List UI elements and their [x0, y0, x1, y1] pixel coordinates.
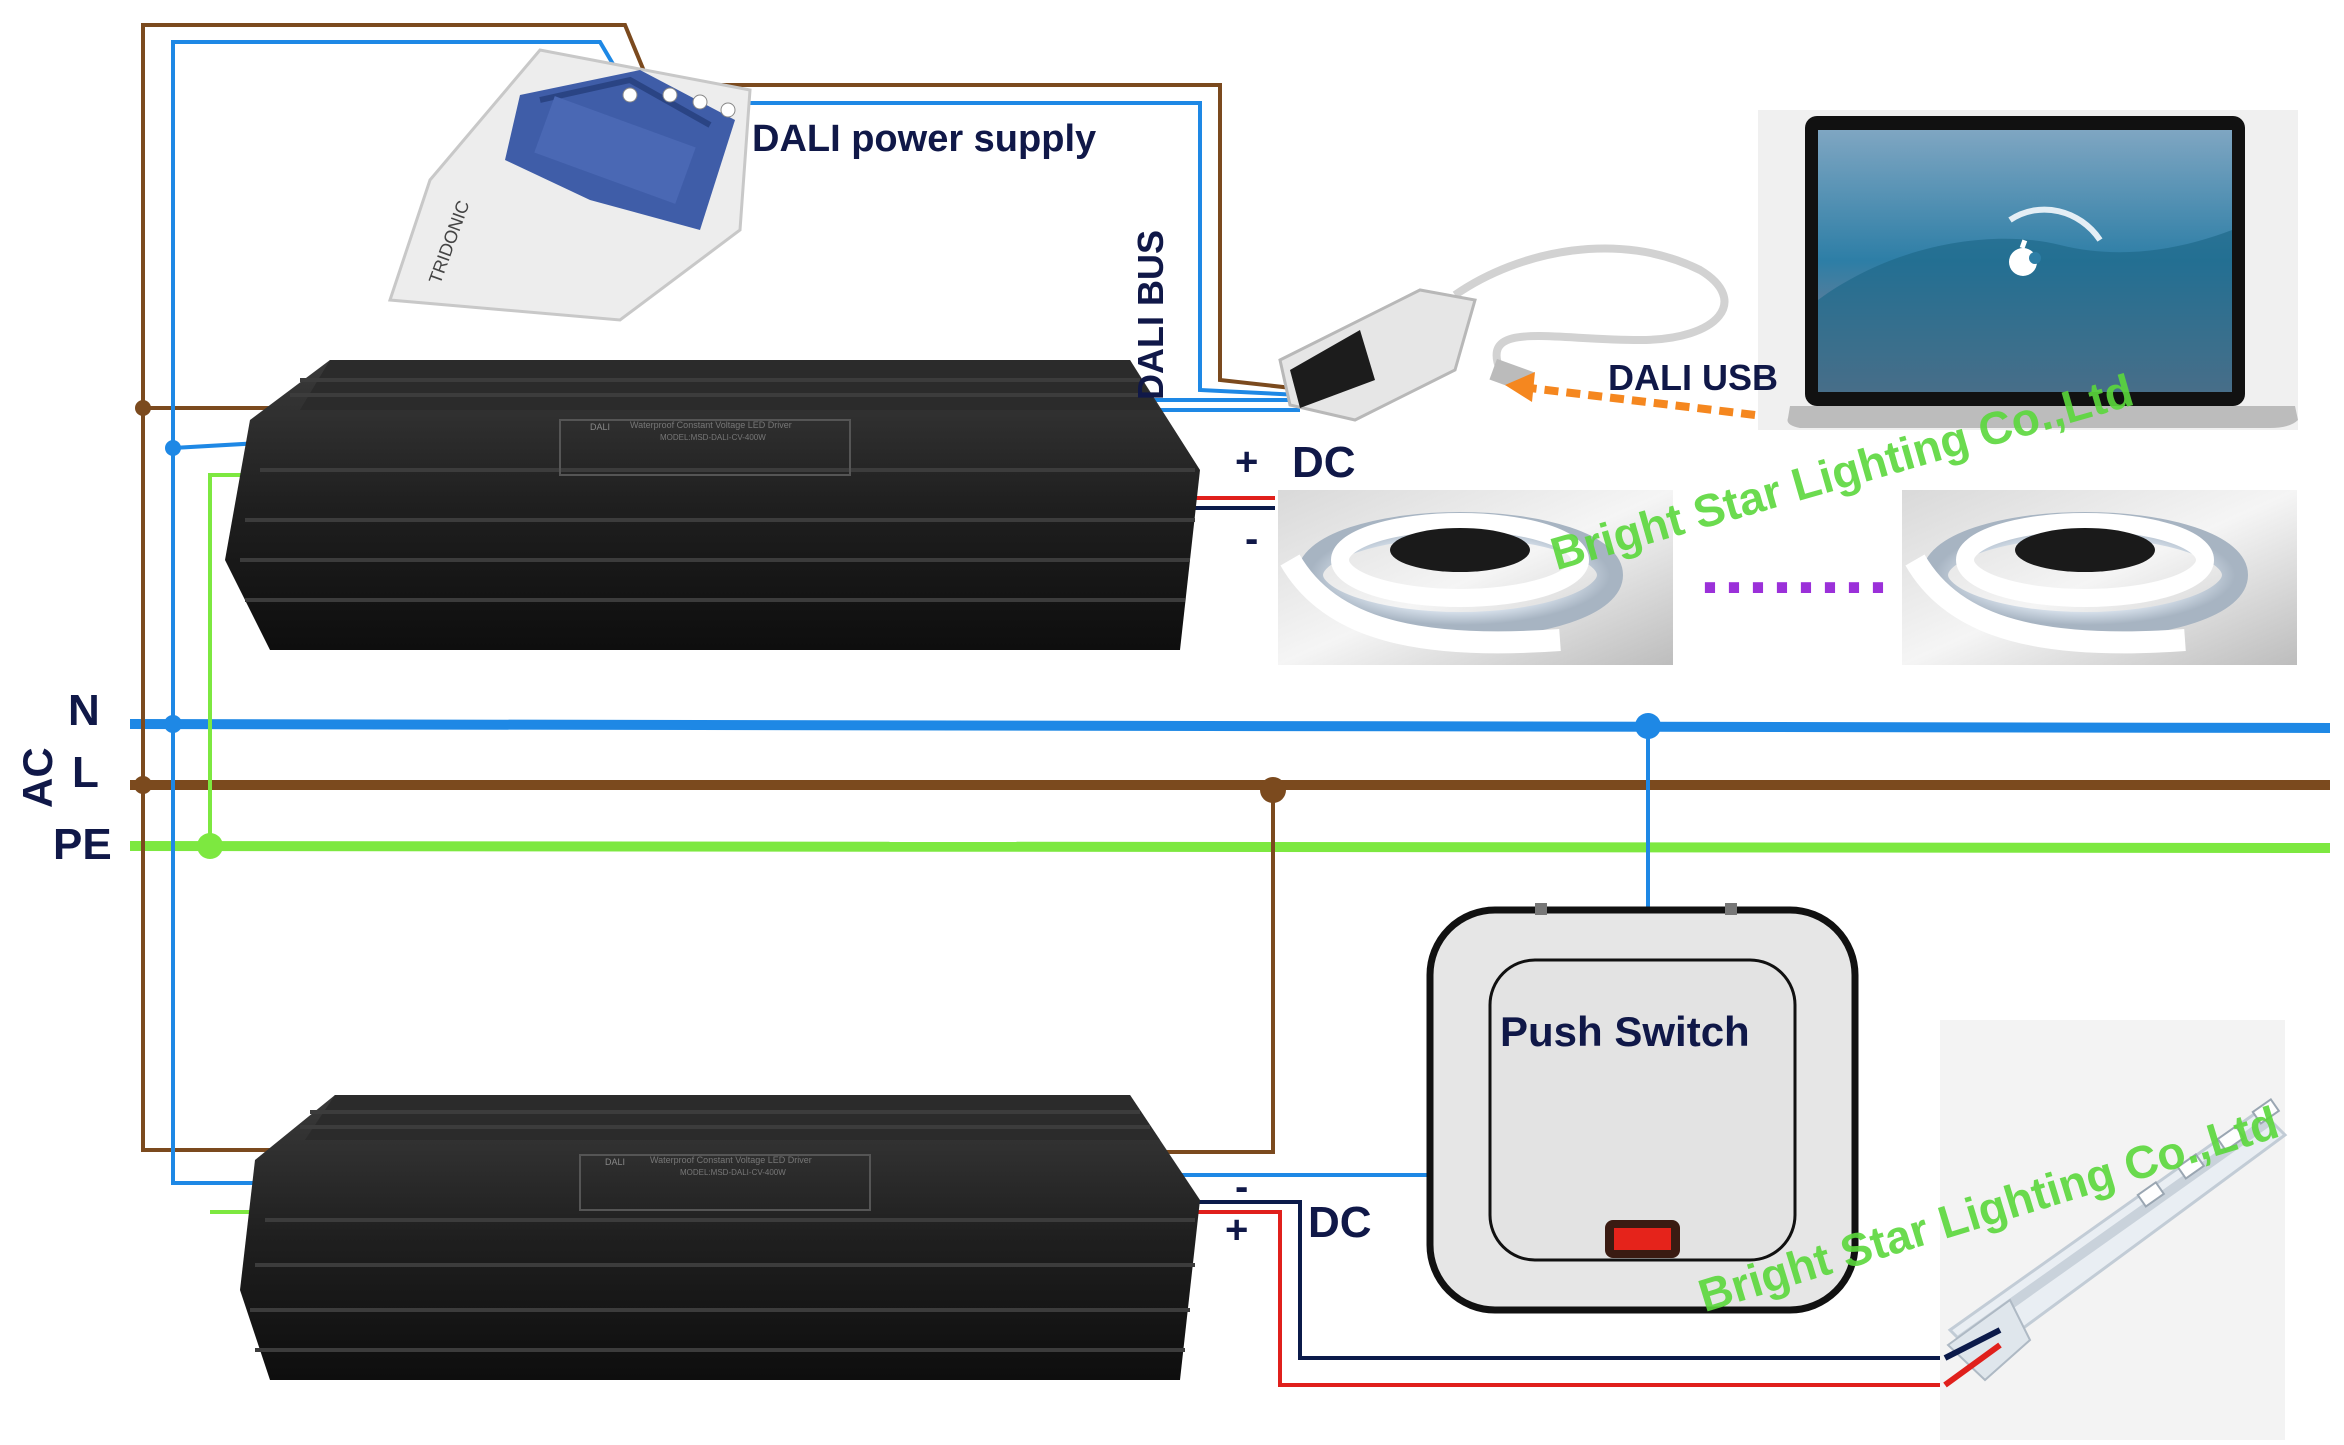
usb-arrow: [1505, 372, 1756, 419]
pe-label: PE: [53, 820, 112, 869]
live-switch-feed-wire: [1150, 785, 1275, 1154]
led-strip-2: [1902, 490, 2297, 665]
dali-power-supply-label: DALI power supply: [752, 118, 1097, 160]
usb-cable: [1452, 244, 1729, 372]
top-driver-brand: DALI: [590, 422, 610, 432]
bottom-led-driver: Waterproof Constant Voltage LED Driver M…: [240, 1095, 1200, 1380]
top-dc-wires: [1185, 496, 1275, 510]
laptop-base: [1787, 406, 2298, 428]
top-plus-label: +: [1235, 440, 1259, 484]
led-strip-1: [1278, 490, 1673, 665]
bottom-minus-label: -: [1235, 1165, 1249, 1209]
top-led-driver: Waterproof Constant Voltage LED Driver M…: [225, 360, 1200, 650]
junction-dots: [134, 400, 1661, 859]
switch-rocker: [1488, 958, 1797, 1262]
laptop: [1758, 110, 2298, 430]
bottom-dc-wires: [1190, 1200, 1945, 1387]
push-switch-label: Push Switch: [1500, 1008, 1750, 1055]
strip-continuation-dots: ........: [1700, 529, 1893, 609]
earth-bus-line: [129, 841, 2331, 853]
dali-power-supply: TRIDONIC: [387, 48, 752, 322]
top-minus-label: -: [1245, 517, 1259, 561]
rigid-led-bar: [1940, 1020, 2288, 1440]
top-driver-model: MODEL:MSD-DALI-CV-400W: [660, 433, 766, 442]
bottom-plus-label: +: [1225, 1208, 1249, 1252]
ac-label: AC: [14, 747, 61, 808]
l-label: L: [72, 748, 99, 797]
n-label: N: [68, 686, 100, 735]
top-driver-title: Waterproof Constant Voltage LED Driver: [630, 420, 792, 430]
push-switch: [1426, 903, 1859, 1314]
dali-bus-label: DALI BUS: [1130, 230, 1171, 400]
neutral-bottom-driver-wire: [171, 724, 320, 1185]
dali-usb-label: DALI USB: [1608, 357, 1778, 398]
top-dc-label: DC: [1292, 438, 1356, 487]
ac-bus-lines: [129, 719, 2331, 853]
bottom-driver-model: MODEL:MSD-DALI-CV-400W: [680, 1168, 786, 1177]
bottom-driver-title: Waterproof Constant Voltage LED Driver: [650, 1155, 812, 1165]
apple-logo-icon: [2009, 239, 2041, 276]
bottom-driver-brand: DALI: [605, 1157, 625, 1167]
neutral-bus-line: [129, 719, 2331, 733]
bottom-dc-label: DC: [1308, 1198, 1372, 1247]
